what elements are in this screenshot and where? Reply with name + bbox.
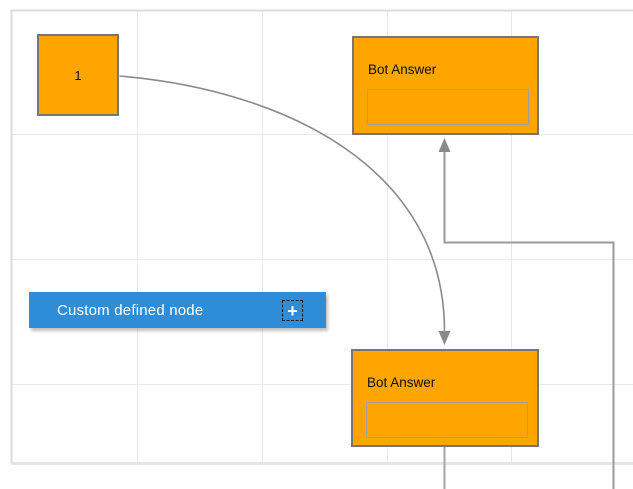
bot-answer-title: Bot Answer [368,62,437,77]
node-bot-answer-bottom[interactable]: Bot Answer [351,349,539,447]
connector-orthogonal[interactable] [438,138,615,489]
bot-answer-input[interactable] [367,89,529,125]
node-start-square[interactable]: 1 [37,34,119,116]
page-border [10,9,633,465]
node-bot-answer-top[interactable]: Bot Answer [352,36,539,135]
bot-answer-title: Bot Answer [367,375,436,390]
node-start-label: 1 [74,67,82,83]
bot-answer-input[interactable] [366,402,528,438]
plus-icon[interactable]: + [282,300,303,321]
connector-curve[interactable] [119,75,451,345]
custom-node-label: Custom defined node [57,301,204,319]
node-custom-defined[interactable]: Custom defined node + [29,292,326,328]
